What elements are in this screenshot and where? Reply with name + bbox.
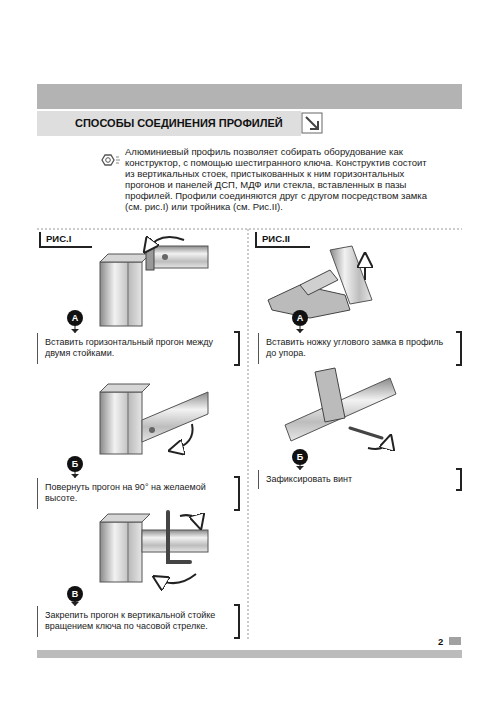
caption-text: Повернуть прогон на 90° на желаемой высо…: [45, 482, 226, 505]
step-letter: В: [67, 586, 83, 602]
step-letter-text: В: [67, 586, 83, 602]
step-caption: Повернуть прогон на 90° на желаемой высо…: [37, 478, 240, 509]
step-letter-text: А: [67, 310, 83, 326]
hex-nut-lines: [116, 157, 120, 163]
page-number: 2: [438, 636, 443, 647]
caption-text: Вставить ножку углового замка в профиль …: [266, 337, 448, 360]
title-icon-arrow: [306, 117, 318, 129]
step-letter-text: Б: [67, 456, 83, 472]
profile-illustration: [100, 512, 208, 583]
title-band: [37, 111, 301, 136]
step-letter-text: Б: [292, 449, 308, 465]
caption-text: Вставить горизонтальный прогон между дву…: [45, 337, 226, 360]
title-icon: [302, 113, 322, 133]
step-letter: А: [67, 310, 83, 326]
profile-illustration: [100, 384, 208, 454]
figure-bracket: [40, 232, 92, 247]
divider: [37, 229, 462, 230]
step-caption: Закрепить прогон к вертикальной стойке в…: [37, 606, 240, 637]
figure-label: РИС.I: [46, 233, 71, 244]
figure-bracket: [256, 232, 310, 247]
lock-illustration: [285, 368, 396, 449]
step-connector: [71, 326, 79, 333]
hex-nut-icon: [102, 155, 114, 165]
step-caption: Вставить ножку углового замка в профиль …: [258, 333, 462, 364]
page-marks: [450, 637, 460, 645]
caption-text: Зафиксировать винт: [266, 474, 448, 485]
step-letter: Б: [292, 449, 308, 465]
hex-nut-hole: [106, 158, 111, 163]
footer-bar: [37, 650, 462, 658]
profile-illustration: [100, 237, 208, 326]
section-title: СПОСОБЫ СОЕДИНЕНИЯ ПРОФИЛЕЙ: [75, 117, 283, 129]
divider: [248, 229, 249, 640]
caption-text: Закрепить прогон к вертикальной стойке в…: [45, 610, 226, 633]
lock-illustration: [268, 246, 372, 318]
step-letter: А: [292, 310, 308, 326]
figure-label: РИС.II: [262, 233, 290, 244]
header-bar: [37, 84, 462, 109]
step-letter-text: А: [292, 310, 308, 326]
intro-text: Алюминиевый профиль позволяет собирать о…: [125, 147, 430, 213]
step-connector: [296, 326, 304, 333]
step-letter: Б: [67, 456, 83, 472]
step-caption: Вставить горизонтальный прогон между дву…: [37, 333, 240, 364]
step-caption: Зафиксировать винт: [258, 470, 462, 489]
